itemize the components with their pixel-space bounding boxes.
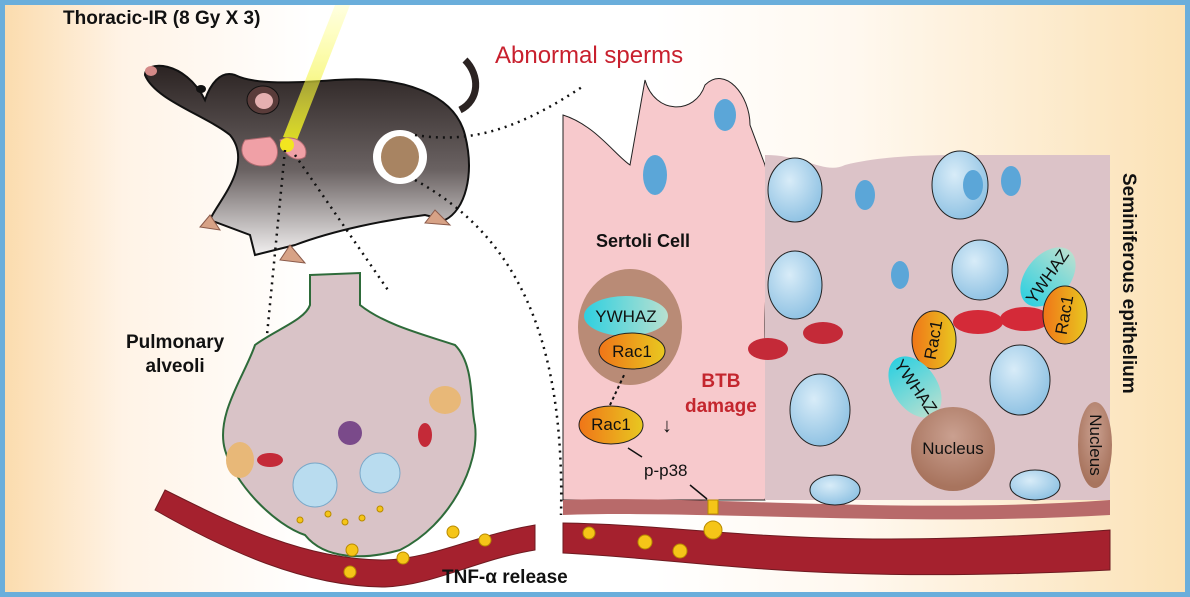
rac1-label: Rac1 xyxy=(591,415,631,434)
btb-damage-label: BTB damage xyxy=(685,371,757,417)
rac1-label: Rac1 xyxy=(612,342,652,361)
nucleus-label: Nucleus xyxy=(1086,414,1105,476)
tight-junction-icon xyxy=(748,307,1050,360)
sperm-icon xyxy=(1001,166,1021,196)
macrophage-icon xyxy=(292,462,338,508)
sperm-icon xyxy=(643,155,667,195)
p-p38-label: p-p38 xyxy=(644,461,688,480)
abnormal-sperms-label: Abnormal sperms xyxy=(495,42,684,69)
pulmonary-alveoli-label: Pulmonary alveoli xyxy=(126,332,225,377)
neutrophil-icon xyxy=(338,421,362,445)
blood-vessel-icon xyxy=(154,489,536,588)
seminiferous-epithelium-label: Seminiferous epithelium xyxy=(1118,173,1139,394)
sertoli-cell-label: Sertoli Cell xyxy=(596,231,691,251)
figure-title: Thoracic-IR (8 Gy X 3) xyxy=(63,8,261,29)
germ-cells xyxy=(643,99,1061,506)
ywhaz-label: YWHAZ xyxy=(595,307,657,326)
sperm-icon xyxy=(855,180,875,210)
nucleus-label: Nucleus xyxy=(922,439,984,458)
macrophage-icon xyxy=(359,452,401,494)
sperm-icon xyxy=(891,261,909,289)
tnf-release-label: TNF-α release xyxy=(442,567,568,588)
mouse-icon xyxy=(143,5,480,264)
tnf-star-icon xyxy=(296,499,723,579)
blood-vessel-icon xyxy=(562,522,1111,576)
sperm-icon xyxy=(963,170,983,200)
alveolus-icon xyxy=(222,271,477,558)
downregulation-arrow-icon: ↓ xyxy=(662,415,672,437)
connector-lines xyxy=(265,83,586,516)
sperm-icon xyxy=(714,99,736,131)
illustration xyxy=(143,5,1112,588)
